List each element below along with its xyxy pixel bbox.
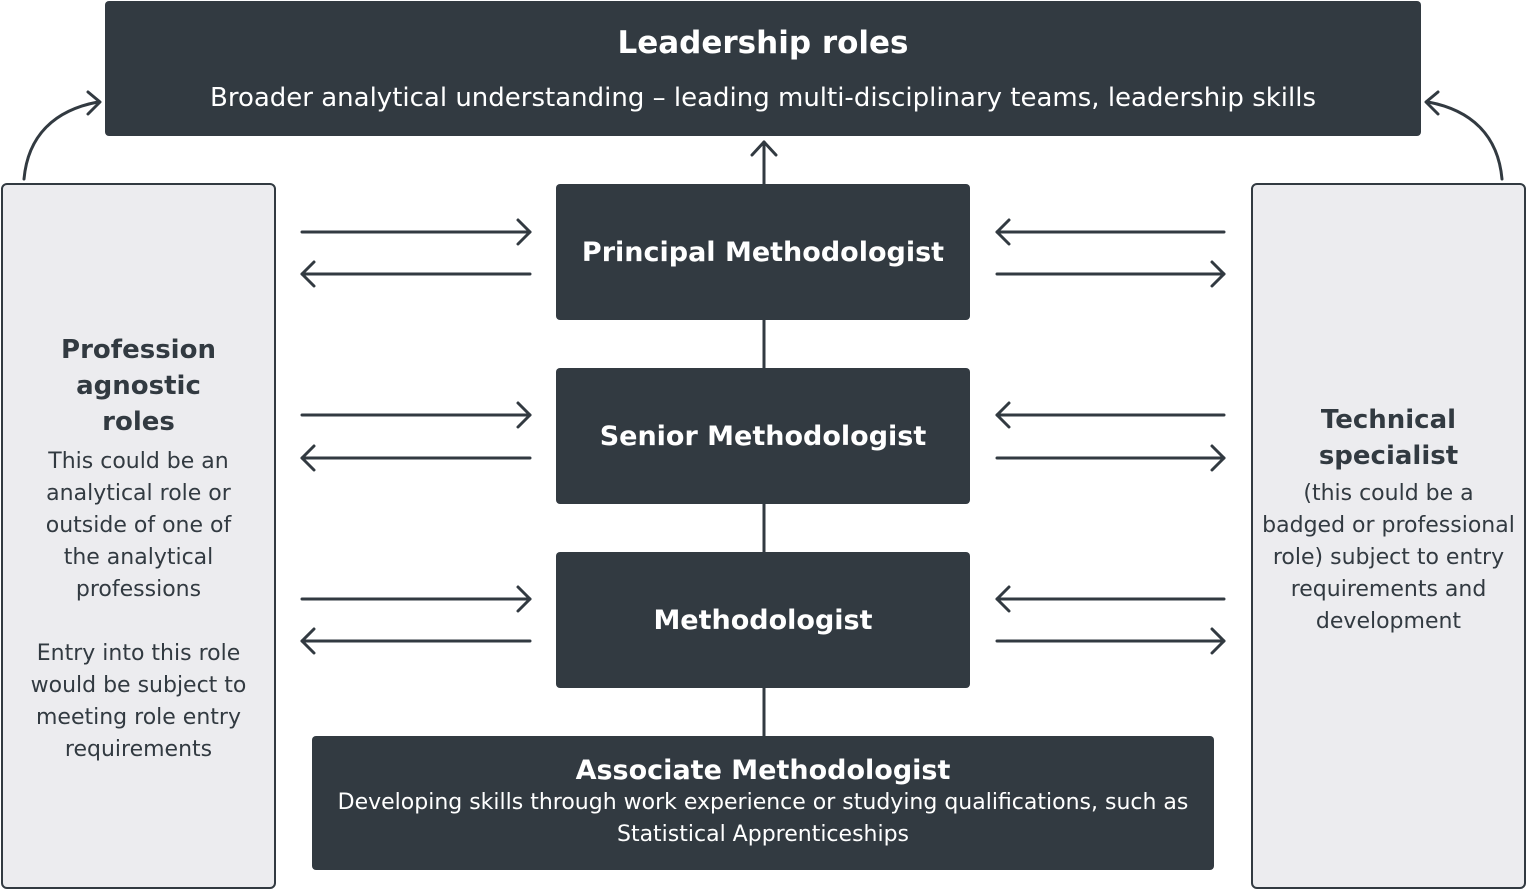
associate-methodologist-title: Associate Methodologist <box>575 755 951 786</box>
left-curved-arrowhead <box>86 90 102 116</box>
technical-specialist-title-1: Technical <box>1320 405 1457 435</box>
technical-specialist-panel: Technical specialist (this could be a ba… <box>1251 183 1526 889</box>
methodologist-label: Methodologist <box>653 604 873 636</box>
senior-methodologist-label: Senior Methodologist <box>599 420 927 452</box>
principal-methodologist-label: Principal Methodologist <box>581 236 945 268</box>
technical-specialist-desc-3: role) subject to entry <box>1272 545 1505 570</box>
technical-specialist-desc-4: requirements and <box>1290 577 1487 602</box>
associate-methodologist-subtitle-1: Developing skills through work experienc… <box>337 790 1189 815</box>
profession-agnostic-desc-5: professions <box>75 577 202 602</box>
technical-specialist-desc-2: badged or professional <box>1262 513 1515 538</box>
right-curved-arrowhead <box>1424 90 1440 116</box>
profession-agnostic-desc-4: the analytical <box>63 545 214 570</box>
leadership-title: Leadership roles <box>617 24 909 61</box>
profession-agnostic-desc-1: This could be an <box>48 449 229 474</box>
principal-methodologist-box: Principal Methodologist <box>556 184 970 320</box>
profession-agnostic-entry-1: Entry into this role <box>36 641 241 666</box>
methodologist-box: Methodologist <box>556 552 970 688</box>
technical-specialist-desc-1: (this could be a <box>1303 481 1474 506</box>
profession-agnostic-title-2: agnostic <box>76 371 201 401</box>
leadership-subtitle: Broader analytical understanding – leadi… <box>209 82 1317 113</box>
profession-agnostic-desc-2: analytical role or <box>46 481 231 506</box>
senior-methodologist-box: Senior Methodologist <box>556 368 970 504</box>
profession-agnostic-title-3: roles <box>102 407 175 437</box>
associate-methodologist-subtitle-2: Statistical Apprenticeships <box>616 822 910 847</box>
spine-arrowhead <box>750 140 778 157</box>
profession-agnostic-entry-2: would be subject to <box>30 673 247 698</box>
technical-specialist-title-2: specialist <box>1318 441 1459 471</box>
profession-agnostic-panel: Profession agnostic roles This could be … <box>1 183 276 889</box>
profession-agnostic-desc-3: outside of one of <box>45 513 232 538</box>
profession-agnostic-entry-3: meeting role entry <box>36 705 241 730</box>
left-curved-arrow <box>22 100 100 181</box>
profession-agnostic-entry-4: requirements <box>64 737 213 762</box>
associate-methodologist-box: Associate Methodologist Developing skill… <box>312 736 1214 870</box>
leadership-box: Leadership roles Broader analytical unde… <box>105 1 1421 136</box>
technical-specialist-desc-5: development <box>1315 609 1462 634</box>
right-curved-arrow <box>1426 100 1504 181</box>
profession-agnostic-title-1: Profession <box>61 335 216 365</box>
